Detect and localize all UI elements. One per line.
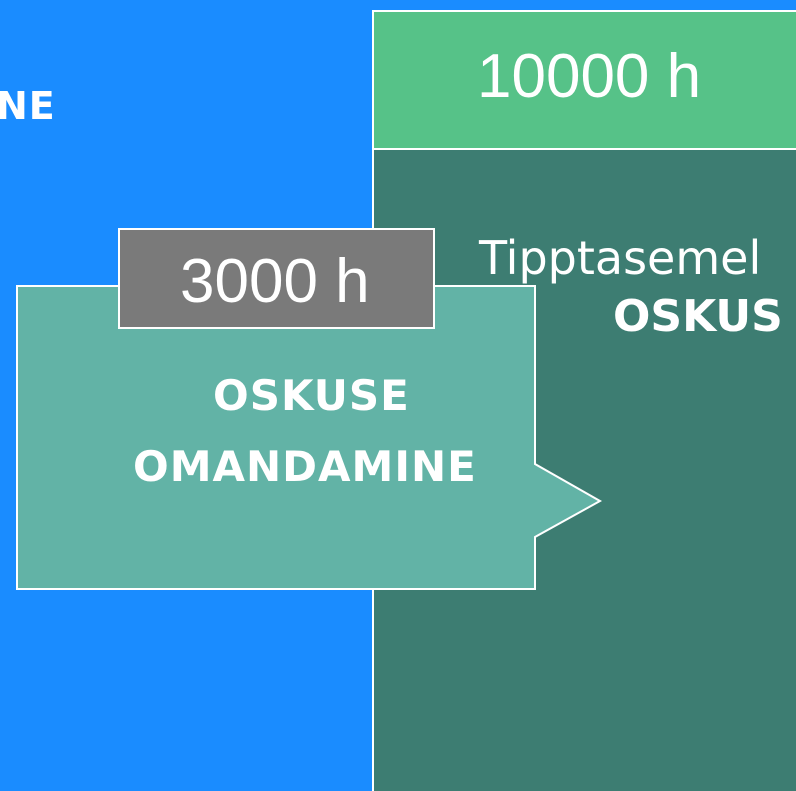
callout-line2: OMANDAMINE: [133, 442, 477, 491]
right-panel-line2: OSKUS: [613, 291, 783, 342]
right-top-box: 10000 h: [372, 10, 796, 149]
hours-box: 3000 h: [118, 228, 435, 329]
right-panel-line1: Tipptasemel: [479, 231, 762, 285]
callout-arrow: OSKUSE OMANDAMINE: [16, 285, 604, 591]
right-top-hours: 10000 h: [477, 42, 702, 111]
callout-line1: OSKUSE: [213, 371, 410, 420]
hours-box-label: 3000 h: [180, 247, 370, 316]
left-panel-label: NE: [0, 84, 56, 128]
callout-arrow-shape: [16, 285, 603, 590]
